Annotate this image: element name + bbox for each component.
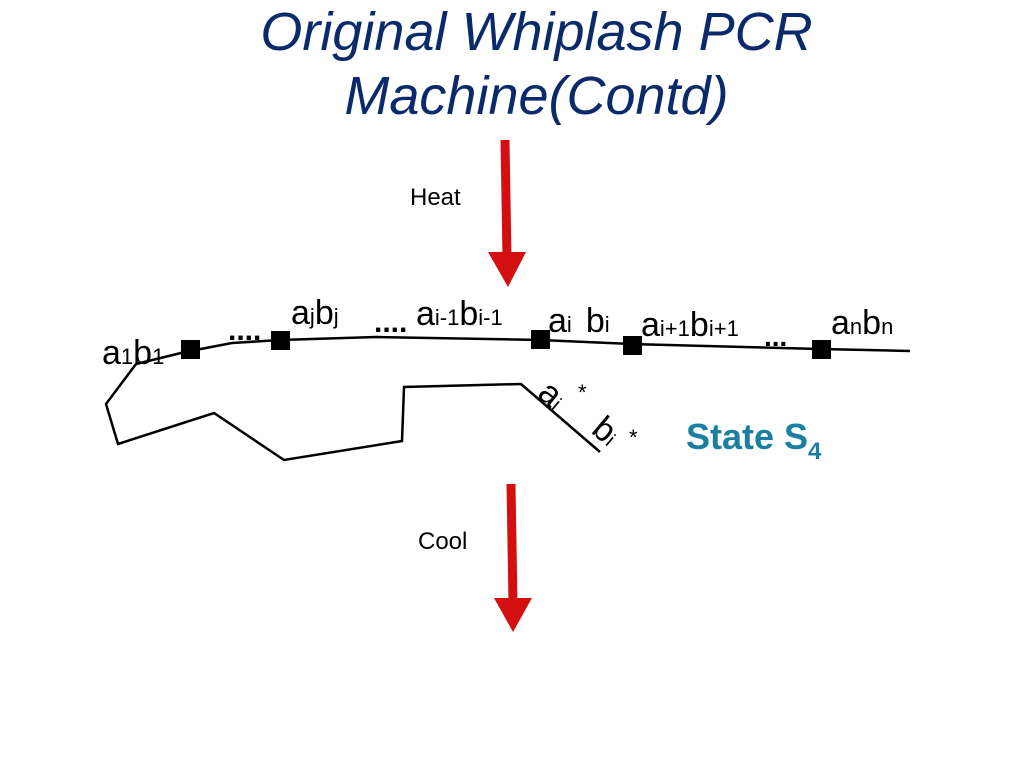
label-ai1bi1: ai-1bi-1 <box>416 295 503 333</box>
ellipsis-1: .... <box>228 314 261 347</box>
bi-star-mark: * <box>629 425 638 450</box>
loop-strand <box>104 363 601 462</box>
title-line-1: Original Whiplash PCR <box>260 2 813 62</box>
ellipsis-2: .... <box>374 306 407 339</box>
marker-3 <box>531 330 550 349</box>
label-aip1bip1: ai+1bi+1 <box>641 306 739 344</box>
heat-label: Heat <box>410 184 461 211</box>
ai-star-mark: * <box>578 380 587 405</box>
title-line-2: Machine(Contd) <box>344 66 729 126</box>
cool-arrow <box>494 483 532 632</box>
label-ajbj: ajbj <box>291 294 339 332</box>
label-bi-star: bi <box>585 409 627 453</box>
label-anbn: anbn <box>831 304 893 342</box>
marker-4 <box>623 336 642 355</box>
heat-arrow <box>488 139 526 287</box>
marker-1 <box>181 340 200 359</box>
slide-title: Original Whiplash PCR Machine(Contd) <box>0 0 1023 128</box>
marker-2 <box>271 331 290 350</box>
state-label: State S4 <box>686 416 822 465</box>
label-a1b1: a1b1 <box>102 334 164 372</box>
svg-text:ai: ai <box>531 373 573 417</box>
svg-text:bi: bi <box>585 409 627 453</box>
label-ai-star: ai <box>531 373 573 417</box>
marker-5 <box>812 340 831 359</box>
ellipsis-3: ... <box>764 321 787 352</box>
main-strand <box>135 335 911 366</box>
cool-label: Cool <box>418 528 467 555</box>
